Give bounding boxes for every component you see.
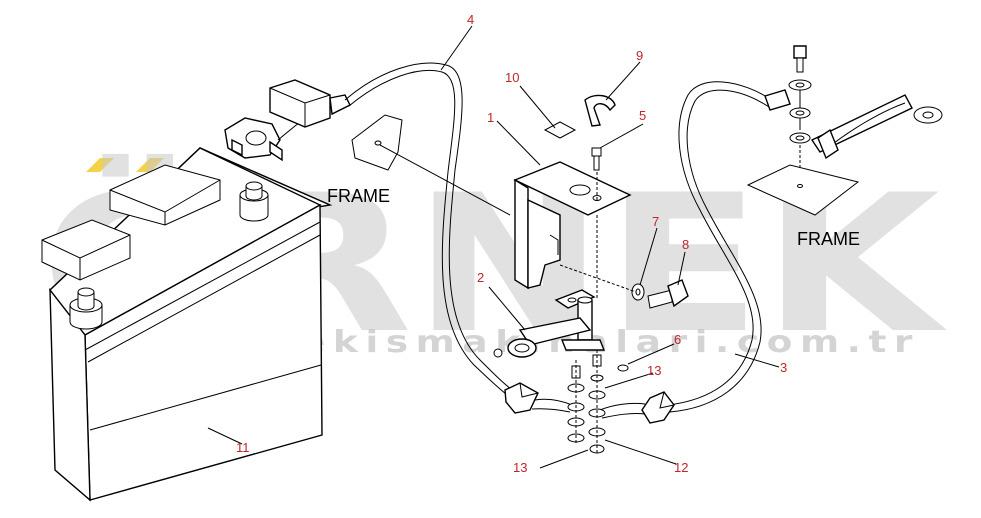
callout-5: 5 [639, 108, 646, 123]
callout-11: 11 [236, 440, 250, 455]
battery-terminal-positive [239, 181, 269, 222]
frame-plate-left [351, 114, 511, 216]
lock-washer [631, 283, 645, 301]
battery-terminal-clamp [224, 117, 301, 162]
callout-13-lower: 13 [513, 460, 527, 475]
battery [41, 147, 333, 502]
bolt [559, 264, 689, 309]
callout-1: 1 [487, 110, 494, 125]
callout-8: 8 [682, 237, 689, 252]
mounting-bracket [513, 161, 632, 290]
ground-bolt-stack [788, 45, 812, 185]
stud-hardware-left [567, 360, 585, 445]
battery-terminal-negative [69, 287, 103, 330]
ground-strap [810, 94, 943, 160]
callout-13-upper: 13 [647, 363, 661, 378]
callout-4: 4 [467, 12, 474, 27]
small-nut [617, 364, 629, 372]
positive-cable-lug [504, 382, 573, 414]
watermark-accent-right [136, 158, 164, 172]
cable-positive [344, 62, 516, 398]
disconnect-switch [493, 215, 606, 358]
square-washer [543, 121, 577, 139]
frame-label-right: FRAME [797, 229, 860, 249]
stud-hardware-right [588, 350, 606, 455]
terminal-cover [269, 79, 351, 128]
frame-plate-right [746, 164, 860, 216]
negative-cable-lug [599, 391, 675, 424]
callout-6: 6 [674, 332, 681, 347]
callout-7: 7 [652, 214, 659, 229]
frame-label-left: FRAME [327, 186, 390, 206]
callout-9: 9 [636, 48, 643, 63]
screw [591, 147, 602, 200]
callout-10: 10 [505, 70, 519, 85]
callouts: 1 2 3 4 5 6 7 8 9 10 11 12 13 13 [236, 12, 787, 475]
cable-negative [667, 81, 791, 413]
watermark-accent-left [86, 158, 114, 172]
callout-3: 3 [780, 360, 787, 375]
leader-lines [207, 25, 780, 469]
clip [584, 94, 616, 127]
callout-2: 2 [477, 270, 484, 285]
callout-12: 12 [674, 460, 688, 475]
